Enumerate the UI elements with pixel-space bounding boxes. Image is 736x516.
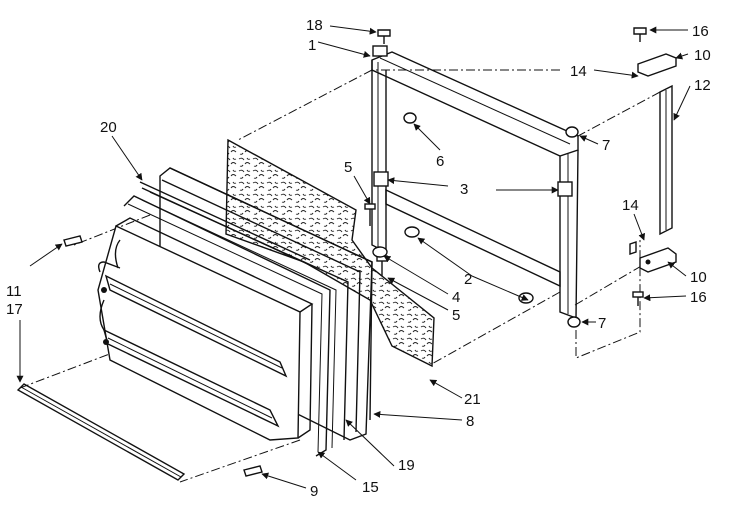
- callout-10-bottom: 10: [690, 269, 707, 286]
- callout-15: 15: [362, 479, 379, 496]
- bottom-trim: [16, 383, 186, 481]
- callout-10-top: 10: [694, 47, 711, 64]
- callout-18: 18: [306, 17, 323, 34]
- alignment-lines: [19, 69, 661, 483]
- callout-9: 9: [310, 483, 318, 500]
- callout-3: 3: [460, 181, 468, 198]
- callout-16-top: 16: [692, 23, 709, 40]
- callout-4: 4: [452, 289, 460, 306]
- callout-14-top: 14: [570, 63, 587, 80]
- callout-7-top: 7: [602, 137, 610, 154]
- callout-8: 8: [466, 413, 474, 430]
- hinge-assembly: [629, 53, 677, 273]
- callout-labels: 18 1 16 10 14 12 20 7 6 5 3 14 2 4 5 10 …: [6, 17, 711, 500]
- door-inner-panel: [97, 217, 314, 441]
- insulation-foam: [225, 138, 435, 368]
- fasteners: [63, 27, 647, 477]
- callout-2: 2: [464, 271, 472, 288]
- callout-17: 17: [6, 301, 23, 318]
- callout-11: 11: [6, 283, 22, 300]
- callout-16-bottom: 16: [690, 289, 707, 306]
- callout-7-bottom: 7: [598, 315, 606, 332]
- door-frame: [371, 45, 579, 320]
- leader-lines: [16, 25, 691, 489]
- callout-19: 19: [398, 457, 415, 474]
- callout-5-bottom: 5: [452, 307, 460, 324]
- trim-strip: [139, 181, 313, 267]
- callout-12: 12: [694, 77, 711, 94]
- callout-5-top: 5: [344, 159, 352, 176]
- callout-1: 1: [308, 37, 316, 54]
- callout-21: 21: [464, 391, 481, 408]
- callout-20: 20: [100, 119, 117, 136]
- callout-14-bottom: 14: [622, 197, 639, 214]
- callout-6: 6: [436, 153, 444, 170]
- liner-panel: [141, 167, 373, 449]
